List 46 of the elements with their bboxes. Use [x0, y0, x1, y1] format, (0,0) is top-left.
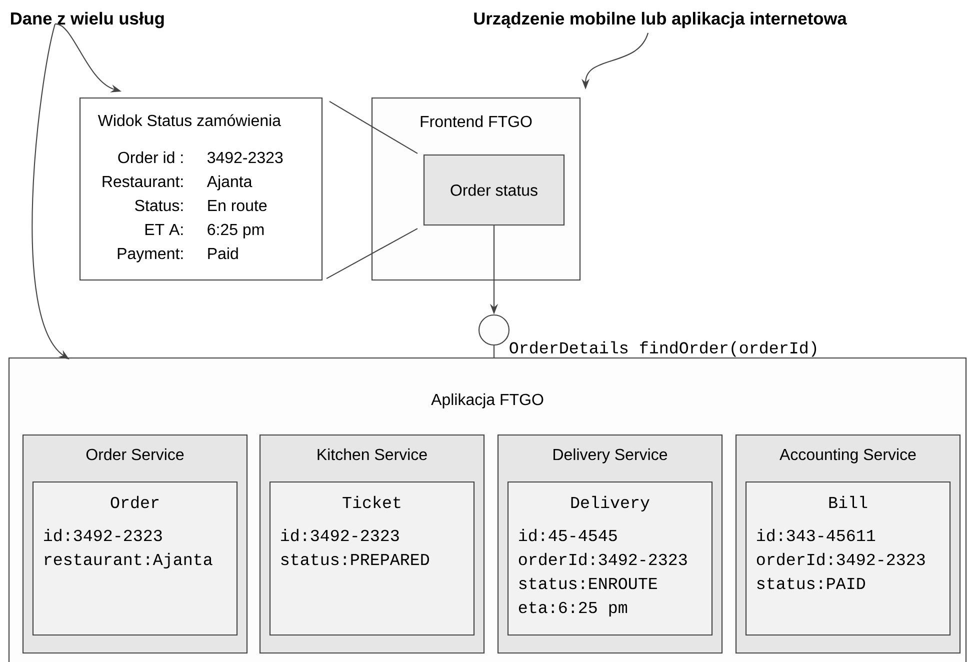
connector-line [493, 346, 495, 358]
view-box [79, 97, 323, 281]
field-value: En route [208, 200, 267, 212]
entity-field: status:ENROUTE [519, 578, 657, 590]
entity-field: id:3492-2323 [281, 528, 399, 542]
field-label: Payment: [118, 248, 183, 262]
component-box [423, 154, 565, 226]
field-label: Restaurant: [102, 176, 183, 188]
box-title: Aplikacja FTGO [431, 393, 544, 408]
entity-field: status:PAID [757, 578, 866, 590]
box-title: Frontend FTGO [420, 115, 532, 128]
field-label: Order id : [118, 151, 183, 164]
service-title: Order Service [86, 448, 184, 460]
entity-box [507, 481, 713, 636]
callout-heading: Dane z wielu usług [11, 12, 164, 28]
zoom-line [329, 101, 418, 154]
field-value: 3492-2323 [207, 152, 283, 164]
entity-name: Delivery [571, 496, 650, 512]
field-value: 6:25 pm [208, 224, 264, 238]
field-value: Ajanta [206, 175, 252, 190]
field-label: ET A: [145, 224, 183, 235]
entity-box [32, 481, 238, 636]
entity-field: id:45-4545 [519, 528, 617, 542]
entity-field: restaurant:Ajanta [44, 552, 212, 568]
interface-label: OrderDetails findOrder(orderId) [510, 341, 816, 357]
entity-box [745, 481, 951, 636]
callout-heading: Urządzenie mobilne lub aplikacja internetowa [474, 12, 847, 28]
entity-name: Order [110, 496, 158, 508]
service-title: Delivery Service [554, 448, 668, 464]
entity-field: eta:6:25 pm [518, 602, 627, 616]
service-title: Accounting Service [780, 448, 916, 464]
entity-field: id:3492-2323 [44, 528, 162, 542]
entity-field: orderId:3492-2323 [518, 552, 687, 566]
service-title: Kitchen Service [318, 448, 427, 460]
interface-circle [478, 314, 510, 346]
entity-name: Bill [829, 496, 868, 508]
box-title: Order status [450, 184, 538, 196]
entity-name: Ticket [342, 496, 400, 508]
entity-field: id:343-45611 [757, 528, 876, 542]
field-value: Paid [208, 247, 238, 260]
entity-field: status:PREPARED [281, 554, 430, 566]
field-label: Status: [135, 200, 183, 212]
entity-box [269, 481, 475, 636]
view-title: Widok Status zamówienia [98, 114, 282, 126]
entity-field: orderId:3492-2323 [756, 552, 925, 566]
zoom-line [326, 228, 418, 280]
